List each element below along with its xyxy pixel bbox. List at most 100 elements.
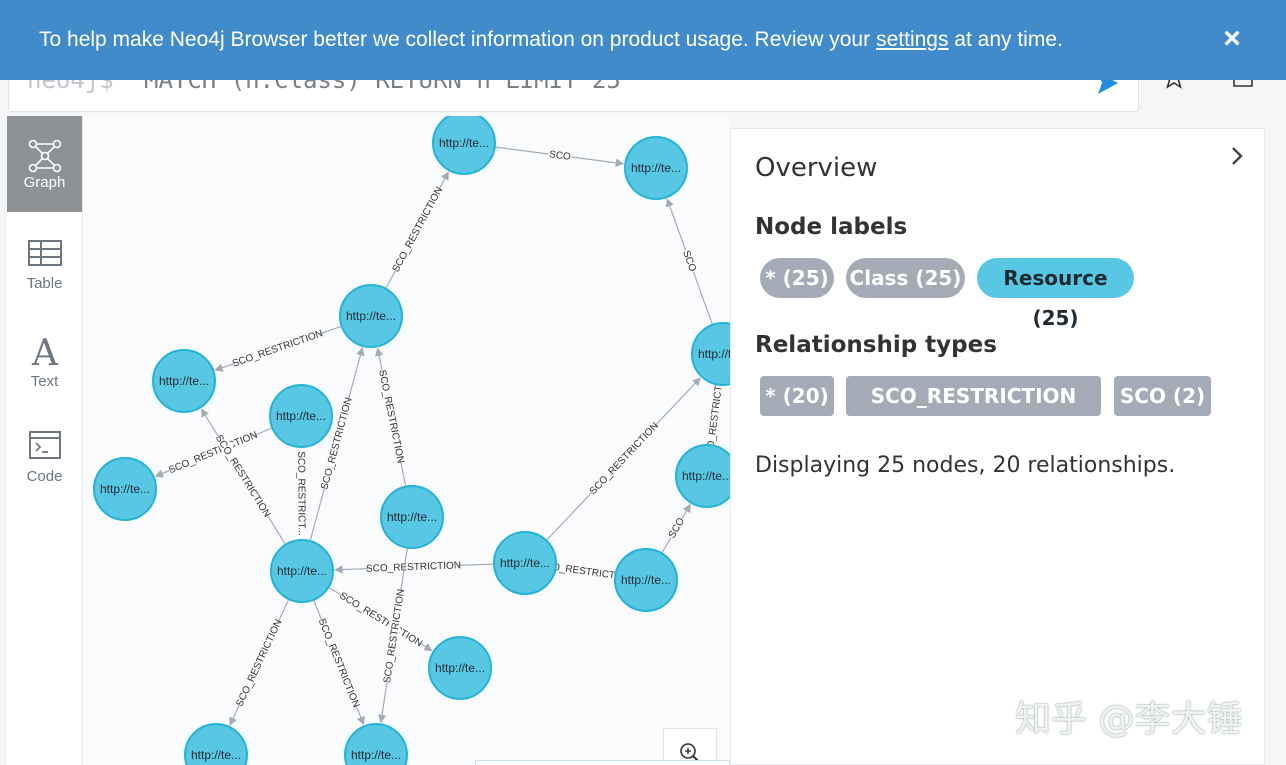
node-caption: http://te... [351,748,401,762]
node-circle[interactable] [691,322,730,386]
node-circle[interactable] [152,349,216,413]
sidebar-item-code[interactable]: Code [7,414,82,510]
graph-node[interactable]: http://te... [380,485,444,549]
relationship-edge[interactable]: SCO_RESTRICTION [309,347,365,542]
node-circle[interactable] [93,457,157,521]
node-circle[interactable] [339,284,403,348]
node-caption: http://te... [621,573,671,587]
graph-node[interactable]: http://te... [432,116,496,175]
relationship-edge[interactable]: SCO_RESTRICTION [385,171,449,289]
graph-svg[interactable]: SCOSCOSCO_RESTRICTIONSCO_RESTRICTIONSCO_… [83,116,730,765]
node-label-class[interactable]: Class (25) [846,258,965,298]
text-icon: A [31,333,59,369]
node-label-all[interactable]: * (25) [760,258,834,298]
relationship-label-bg [232,327,322,368]
banner-text-before: To help make Neo4j Browser better we col… [39,28,871,51]
close-banner-button[interactable]: × [1223,22,1241,55]
table-icon [27,240,62,266]
node-label-resource[interactable]: Resource (25) [977,258,1134,330]
relationship-edge[interactable]: SCO_RESTRICT... [295,448,309,541]
relationship-edge[interactable]: SCO_RESTRICTION [334,558,495,575]
relationship-types-heading: Relationship types [755,332,997,358]
overview-title: Overview [755,153,878,183]
relationship-edge[interactable]: SCO_RESTRICTION [214,325,342,372]
graph-node[interactable]: http://te... [614,548,678,612]
sidebar-item-label: Table [26,275,63,292]
relationship-label-bg [680,247,700,274]
relationship-label-bg [215,434,273,517]
node-circle[interactable] [432,116,496,175]
graph-node[interactable]: http://te... [184,723,248,765]
node-circle[interactable] [269,384,333,448]
banner-text-after: at any time. [948,28,1063,51]
relationship-label-bg [233,619,283,706]
sidebar-item-table[interactable]: Table [7,223,82,319]
graph-icon [28,139,61,173]
graph-node[interactable]: http://te... [93,457,157,521]
node-caption: http://te... [439,136,489,150]
relationship-edge[interactable]: SCO [494,146,625,167]
node-circle[interactable] [380,485,444,549]
download-icon[interactable] [1232,66,1254,88]
relationship-label-bg [380,590,406,682]
node-circle[interactable] [493,531,557,595]
node-circle[interactable] [614,548,678,612]
graph-node[interactable]: http://te... [152,349,216,413]
relationship-label: SCO_RESTRICTION [337,590,424,649]
sidebar-item-label: Code [26,468,63,485]
node-circle[interactable] [675,444,730,508]
graph-node[interactable]: http://te... [269,384,333,448]
relationship-label: SCO_RESTRICTION [391,185,446,274]
relationship-edge[interactable]: SCO_RESTRICTION [229,598,290,726]
relationship-label-bg [317,398,354,489]
graph-node[interactable]: http://te... [270,539,334,603]
relationship-label: SCO [548,149,571,163]
node-caption: http://te... [100,482,150,496]
relationship-label-bg [168,428,257,475]
relationship-edge[interactable]: SCO_RESTRICTION [374,347,408,487]
relationship-edge[interactable]: SCO_RESTRICTION [328,586,433,652]
relationship-label-bg [368,558,459,574]
relationship-edge[interactable]: SCO_RESTRICTION [154,427,273,478]
watermark: 知乎 @李大锤 [1015,699,1243,740]
sidebar-item-label: Text [30,373,59,390]
rel-type-sco[interactable]: SCO (2) [1114,376,1211,416]
relationship-label-bg [296,448,309,539]
node-circle[interactable] [428,636,492,700]
relationship-edge[interactable]: SCO [665,198,714,326]
node-labels-heading: Node labels [755,214,908,240]
settings-link[interactable]: settings [876,28,949,51]
relationship-label: SCO_RESTRICTION [366,560,461,574]
graph-node[interactable]: http://te... [691,322,730,386]
rel-type-sco-restriction[interactable]: SCO_RESTRICTION (18) [846,376,1101,448]
node-caption: http://te... [277,564,327,578]
node-circle[interactable] [624,136,688,200]
graph-node[interactable]: http://te... [624,136,688,200]
chevron-right-icon[interactable] [1226,145,1248,167]
graph-node[interactable]: http://te... [344,723,408,765]
sidebar-item-text[interactable]: A Text [7,319,82,415]
graph-node[interactable]: http://te... [675,444,730,508]
relationship-label: SCO_RESTRICT... [295,451,307,536]
relationship-label: SCO_RESTRICTION [231,328,324,370]
graph-summary: Displaying 25 nodes, 20 relationships. [755,453,1176,478]
sidebar-item-graph[interactable]: Graph [7,116,82,212]
relationship-label-bg [664,514,687,541]
node-caption: http://te... [387,510,437,524]
canvas-scroll-indicator [475,760,730,765]
relationship-edge[interactable]: SCO [661,503,691,554]
rel-type-all[interactable]: * (20) [760,376,834,416]
graph-node[interactable]: http://te... [493,531,557,595]
graph-node[interactable]: http://te... [339,284,403,348]
graph-node[interactable]: http://te... [428,636,492,700]
node-circle[interactable] [270,539,334,603]
relationship-label: SCO_RESTRICTION [234,618,284,709]
relationship-label-bg [540,558,632,583]
node-circle[interactable] [184,723,248,765]
node-caption: http://te... [276,409,326,423]
relationship-edge[interactable]: SCO_RESTRICTION [313,599,365,726]
relationship-label-bg [548,147,573,162]
relationship-label: SCO_RESTRICTION [316,617,362,709]
node-circle[interactable] [344,723,408,765]
